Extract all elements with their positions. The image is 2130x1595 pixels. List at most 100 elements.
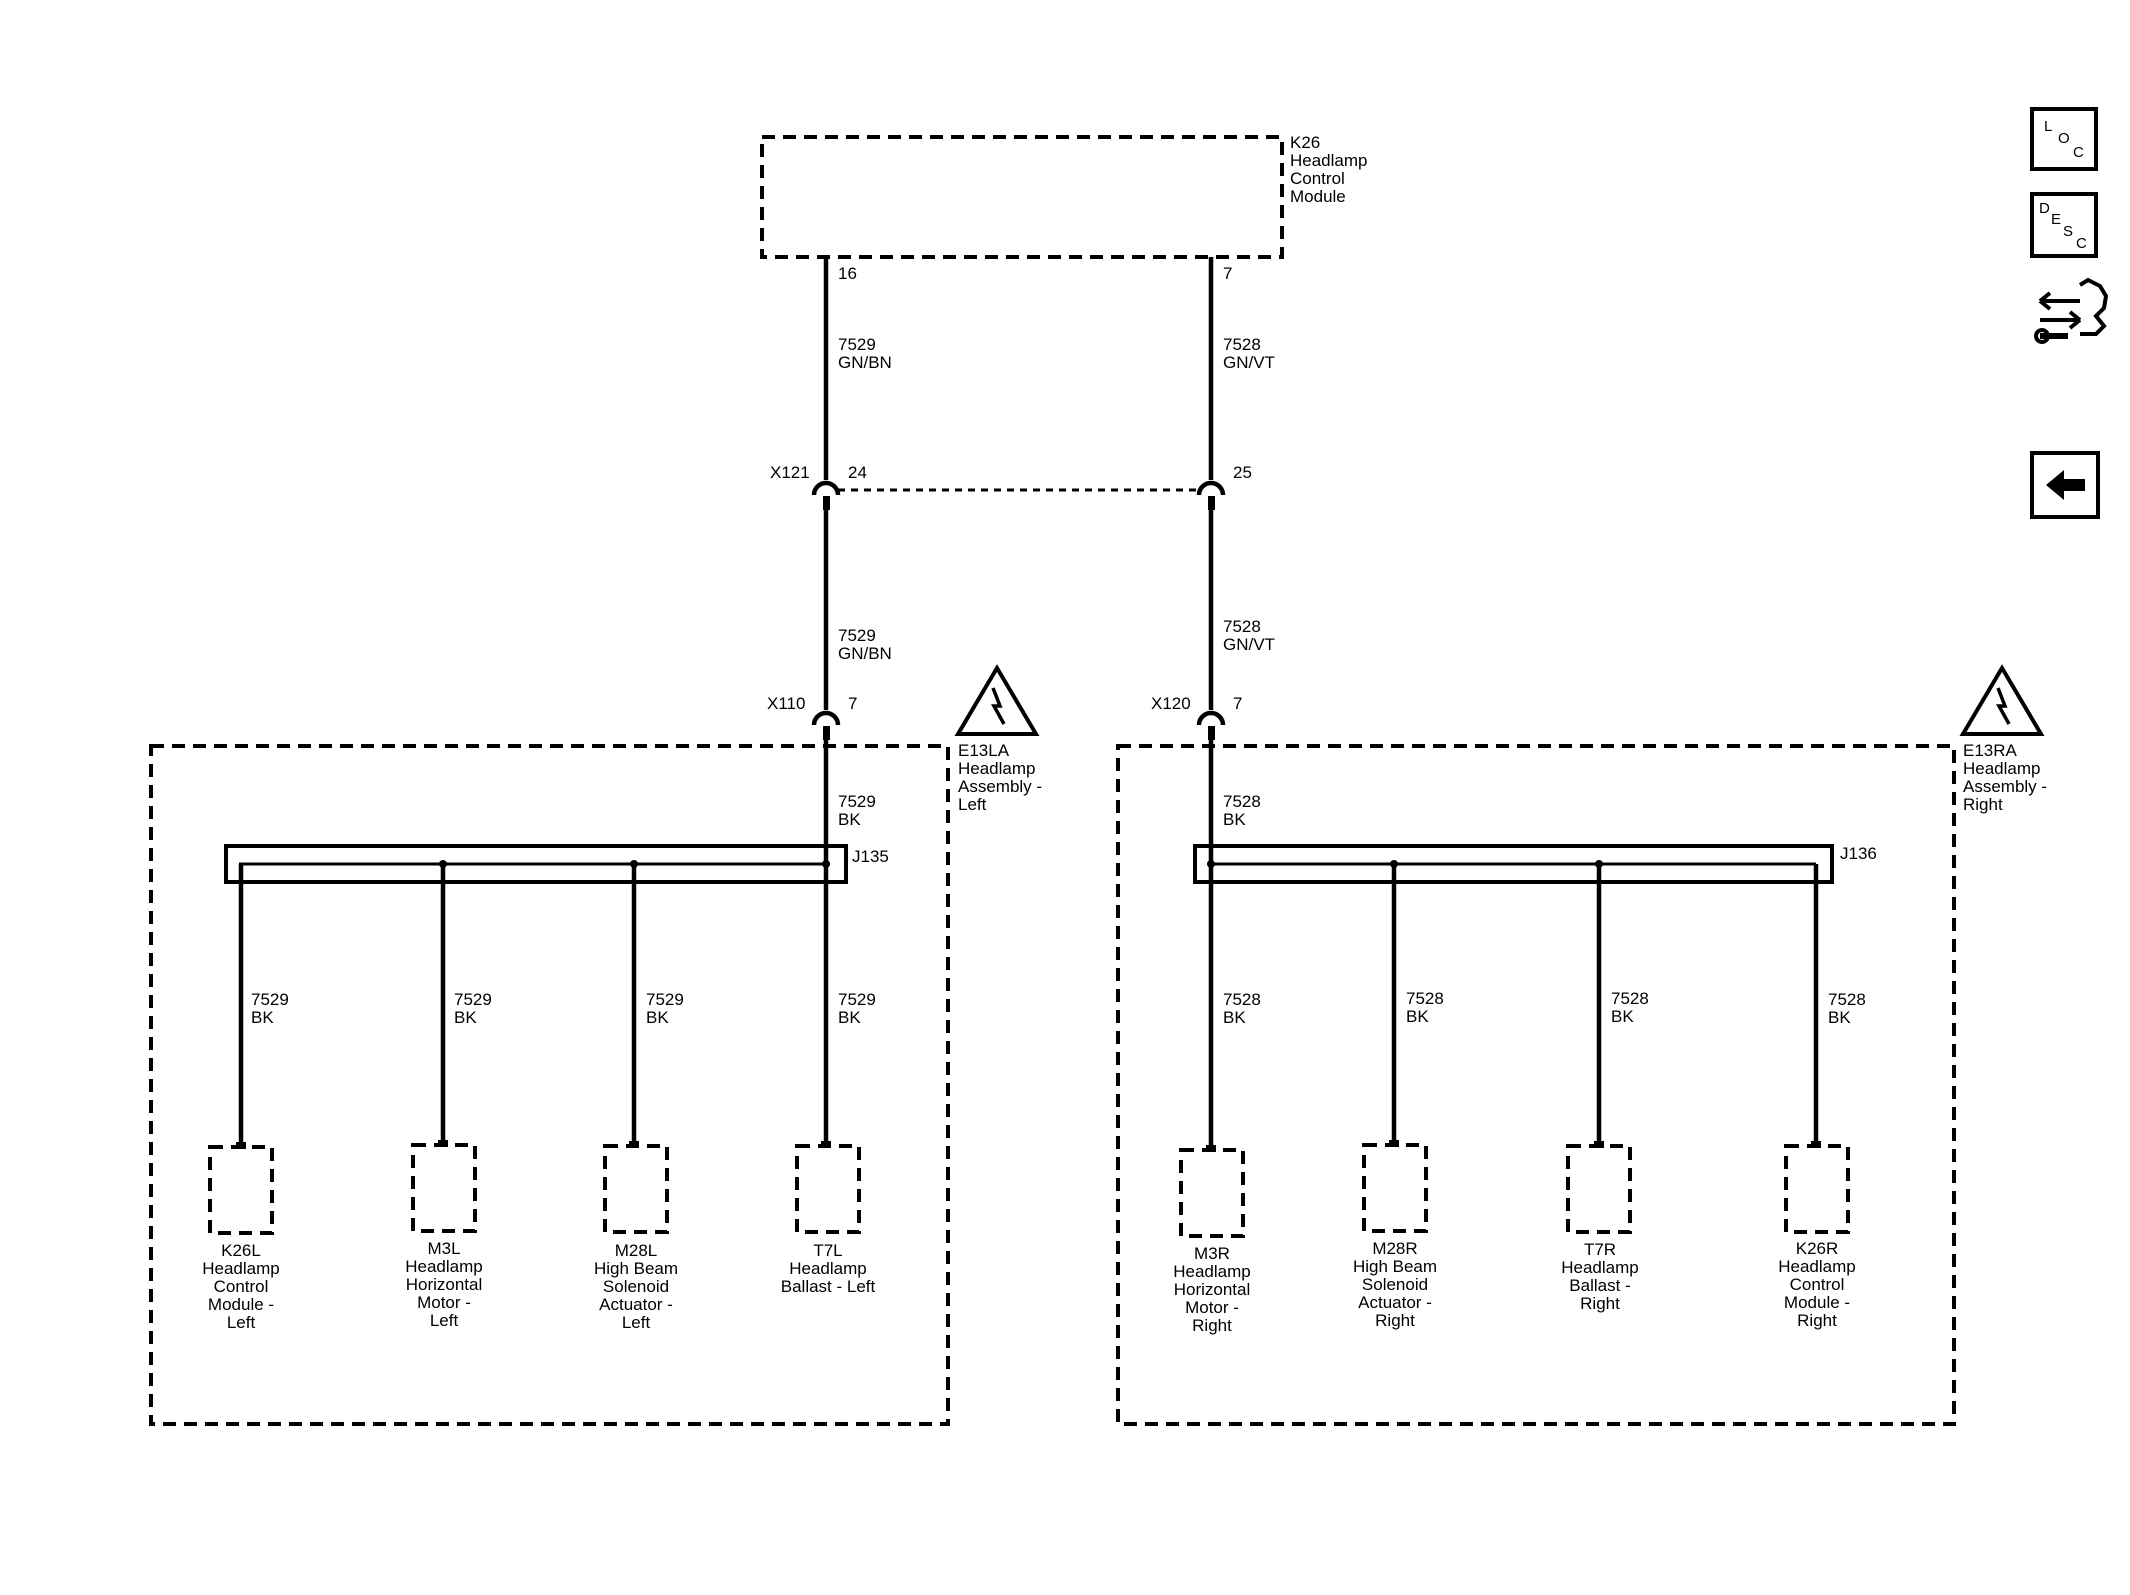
wire-m28r-color: BK: [1406, 1007, 1429, 1026]
assembly-e13la-label-4: Left: [958, 795, 987, 814]
component-k26r-label-3: Control: [1790, 1275, 1845, 1294]
wire-7529-upper-color: GN/BN: [838, 353, 892, 372]
module-k26-label-3: Control: [1290, 169, 1345, 188]
component-t7r[interactable]: [1566, 1141, 1632, 1234]
component-k26r[interactable]: [1784, 1141, 1850, 1234]
loc-button-o: O: [2058, 130, 2070, 147]
component-m3l-label-3: Horizontal: [406, 1275, 483, 1294]
component-k26l[interactable]: [208, 1142, 274, 1235]
component-m3r-label-5: Right: [1192, 1316, 1232, 1335]
connector-x120-pin: 7: [1233, 694, 1242, 713]
splice-j135-label: J135: [852, 847, 889, 866]
component-t7l-label-1: T7L: [813, 1241, 842, 1260]
wire-7529-middle-num: 7529: [838, 626, 876, 645]
desc-button-c: C: [2076, 235, 2087, 252]
component-t7l[interactable]: [795, 1141, 861, 1234]
wire-m28r-num: 7528: [1406, 989, 1444, 1008]
wire-m28l-color: BK: [646, 1008, 669, 1027]
wire-k26r-color: BK: [1828, 1008, 1851, 1027]
component-m28r-label-3: Solenoid: [1362, 1275, 1428, 1294]
back-button[interactable]: [2030, 451, 2100, 519]
component-m28l[interactable]: [603, 1141, 669, 1234]
loc-button-l: L: [2044, 118, 2052, 135]
component-k26r-label-1: K26R: [1796, 1239, 1839, 1258]
component-m28l-label-5: Left: [622, 1313, 651, 1332]
component-k26r-label-2: Headlamp: [1778, 1257, 1856, 1276]
component-t7r-label-4: Right: [1580, 1294, 1620, 1313]
desc-button-d: D: [2039, 200, 2050, 217]
back-arrow-icon: [2046, 470, 2085, 500]
splice-j135[interactable]: [224, 844, 848, 884]
assembly-e13la-label-2: Headlamp: [958, 759, 1036, 778]
wire-7528-middle-color: GN/VT: [1223, 635, 1275, 654]
assembly-e13ra[interactable]: [1116, 744, 1956, 1426]
module-k26-label-1: K26: [1290, 133, 1320, 152]
component-m28r-label-2: High Beam: [1353, 1257, 1437, 1276]
wire-k26r-num: 7528: [1828, 990, 1866, 1009]
wire-m28l-num: 7529: [646, 990, 684, 1009]
wire-t7l-num: 7529: [838, 990, 876, 1009]
component-m3r-label-4: Motor -: [1185, 1298, 1239, 1317]
component-m28l-label-2: High Beam: [594, 1259, 678, 1278]
component-m3r-label-1: M3R: [1194, 1244, 1230, 1263]
left-branch-wires[interactable]: [238, 864, 829, 1147]
component-t7l-label-3: Ballast - Left: [781, 1277, 876, 1296]
splice-j136-label: J136: [1840, 844, 1877, 863]
wire-m3l-num: 7529: [454, 990, 492, 1009]
connector-x121[interactable]: [811, 480, 1226, 510]
connector-x110-pin: 7: [848, 694, 857, 713]
wire-t7l-color: BK: [838, 1008, 861, 1027]
wire-7528-upper-color: GN/VT: [1223, 353, 1275, 372]
wire-m3l-color: BK: [454, 1008, 477, 1027]
loc-button-c: C: [2073, 144, 2084, 161]
wire-7529-entry-color: BK: [838, 810, 861, 829]
wire-k26l-color: BK: [251, 1008, 274, 1027]
connector-x110-label: X110: [767, 694, 805, 713]
wire-m3r-color: BK: [1223, 1008, 1246, 1027]
connector-x121-pin-24: 24: [848, 463, 867, 482]
module-k26-pin-left: 16: [838, 264, 857, 283]
component-m28r-label-5: Right: [1375, 1311, 1415, 1330]
module-k26-pin-right: 7: [1223, 264, 1232, 283]
wire-7529-entry-num: 7529: [838, 792, 876, 811]
esd-warning-icon-left: [954, 664, 1040, 736]
component-m3r[interactable]: [1179, 1145, 1245, 1238]
component-k26r-label-4: Module -: [1784, 1293, 1850, 1312]
component-m28l-label-4: Actuator -: [599, 1295, 673, 1314]
wire-7528-entry-num: 7528: [1223, 792, 1261, 811]
connector-x121-pin-25: 25: [1233, 463, 1252, 482]
component-m3r-label-2: Headlamp: [1173, 1262, 1251, 1281]
component-m3l-label-2: Headlamp: [405, 1257, 483, 1276]
desc-button[interactable]: D E S C: [2030, 192, 2098, 258]
component-k26l-label-4: Module -: [208, 1295, 274, 1314]
component-m28l-label-3: Solenoid: [603, 1277, 669, 1296]
wire-7528-middle-num: 7528: [1223, 617, 1261, 636]
component-k26r-label-5: Right: [1797, 1311, 1837, 1330]
splice-j136[interactable]: [1193, 844, 1834, 884]
wire-7529-middle-color: GN/BN: [838, 644, 892, 663]
component-k26l-label-5: Left: [227, 1313, 256, 1332]
desc-button-s: S: [2063, 223, 2073, 240]
right-branch-wires[interactable]: [1208, 864, 1819, 1150]
wire-t7r-num: 7528: [1611, 989, 1649, 1008]
wire-7528-entry-color: BK: [1223, 810, 1246, 829]
connector-x120[interactable]: [1196, 710, 1226, 740]
assembly-e13la-label-1: E13LA: [958, 741, 1010, 760]
assembly-e13la-label-3: Assembly -: [958, 777, 1042, 796]
component-m28r-label-4: Actuator -: [1358, 1293, 1432, 1312]
component-m3r-label-3: Horizontal: [1174, 1280, 1251, 1299]
component-t7l-label-2: Headlamp: [789, 1259, 867, 1278]
connector-x121-label: X121: [770, 463, 810, 482]
component-m3l[interactable]: [411, 1140, 477, 1233]
component-k26l-label-3: Control: [214, 1277, 269, 1296]
assembly-e13ra-label-2: Headlamp: [1963, 759, 2041, 778]
loc-button[interactable]: L O C: [2030, 107, 2098, 171]
component-m3l-label-1: M3L: [427, 1239, 460, 1258]
assembly-e13la[interactable]: [149, 744, 950, 1426]
connector-x110[interactable]: [811, 710, 841, 740]
component-m28r[interactable]: [1362, 1140, 1428, 1233]
wire-7528-upper-num: 7528: [1223, 335, 1261, 354]
module-k26[interactable]: K26 Headlamp Control Module: [760, 133, 1368, 259]
connector-repair-icon[interactable]: [2034, 277, 2109, 344]
